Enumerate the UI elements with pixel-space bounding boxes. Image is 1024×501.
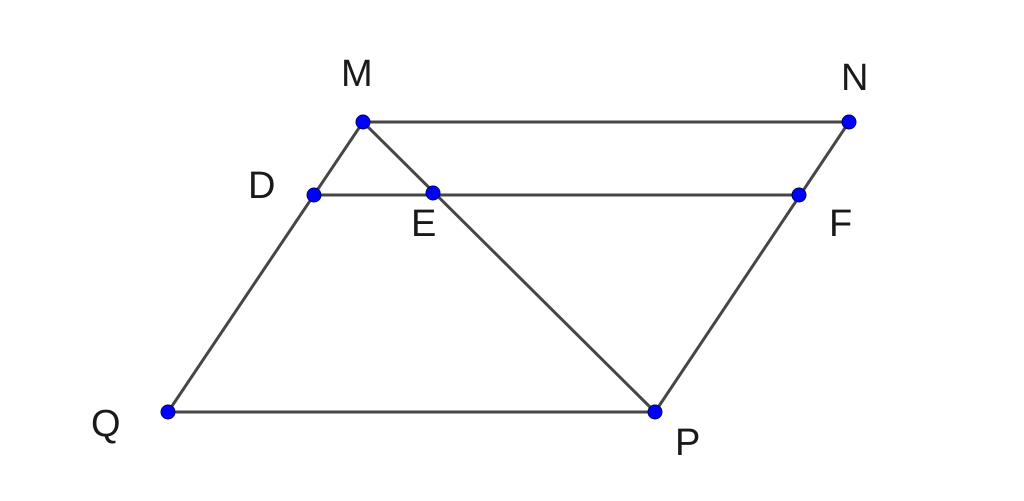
point-M[interactable] [355, 114, 371, 130]
segment-MP [361, 120, 657, 414]
label-N: N [841, 57, 868, 99]
point-Q[interactable] [160, 404, 176, 420]
labels: M N D E F Q P [91, 53, 868, 464]
points [160, 114, 857, 420]
label-Q: Q [91, 403, 121, 445]
label-F: F [829, 203, 852, 245]
point-D[interactable] [306, 187, 322, 203]
label-E: E [411, 203, 436, 245]
label-D: D [248, 165, 275, 207]
label-M: M [341, 53, 373, 95]
segments [166, 120, 851, 414]
segment-NP [653, 120, 851, 414]
point-N[interactable] [841, 114, 857, 130]
point-F[interactable] [791, 187, 807, 203]
point-P[interactable] [647, 404, 663, 420]
segment-MQ [166, 120, 365, 414]
label-P: P [675, 422, 700, 464]
point-E[interactable] [425, 185, 441, 201]
